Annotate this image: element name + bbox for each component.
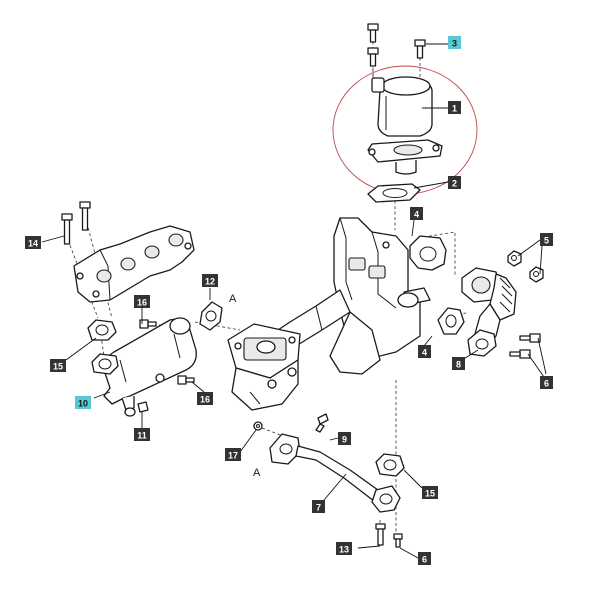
egr-housing — [227, 217, 431, 411]
gasket-4-upper — [409, 235, 447, 271]
callout-5-text: 5 — [544, 236, 549, 246]
bolt-3-left-top — [367, 23, 379, 43]
callout-6-bottom: 6 — [418, 552, 431, 565]
callout-3: 3 — [448, 36, 461, 49]
callout-14: 14 — [25, 236, 41, 249]
plug-11 — [137, 401, 149, 413]
callout-11-text: 11 — [137, 431, 147, 441]
callout-7: 7 — [312, 500, 325, 513]
nut-5-upper — [507, 250, 522, 267]
callout-14-text: 14 — [28, 239, 38, 249]
bolt-6-bottom — [393, 533, 403, 548]
bolt-3-right — [414, 39, 426, 59]
callout-4-lower-text: 4 — [422, 348, 427, 358]
callout-9-text: 9 — [342, 435, 347, 445]
gasket-15-lower — [375, 453, 405, 477]
nut-5-lower — [529, 266, 544, 283]
callout-8-text: 8 — [456, 360, 461, 370]
callout-16-upper: 16 — [134, 295, 150, 308]
callout-2-text: 2 — [452, 179, 457, 189]
callout-4-lower: 4 — [418, 345, 431, 358]
callout-9: 9 — [338, 432, 351, 445]
connection-mark-lower: A — [253, 467, 261, 479]
callout-17: 17 — [225, 448, 241, 461]
callout-17-text: 17 — [228, 451, 238, 461]
callout-15-lower: 15 — [422, 486, 438, 499]
bolt-6-lower — [509, 349, 531, 359]
egr-pipe-7 — [269, 433, 401, 513]
connection-mark-upper: A — [229, 293, 237, 305]
bolt-16-lower — [177, 375, 195, 385]
bolt-14-right — [79, 201, 91, 231]
nut-17 — [253, 421, 263, 431]
callout-4-upper-text: 4 — [414, 210, 419, 220]
gasket-12 — [199, 301, 223, 331]
callout-15-lower-text: 15 — [425, 489, 435, 499]
gasket-15-cooler — [91, 353, 119, 375]
callout-16-upper-text: 16 — [137, 298, 147, 308]
callout-3-text: 3 — [452, 39, 457, 49]
callout-5: 5 — [540, 233, 553, 246]
egr-pipe-elbow — [461, 267, 517, 357]
callout-15-left-text: 15 — [53, 362, 63, 372]
callout-1: 1 — [448, 101, 461, 114]
gasket-15-left — [87, 319, 117, 341]
callout-11: 11 — [134, 428, 150, 441]
bolt-6-upper — [519, 333, 541, 343]
callout-7-text: 7 — [316, 503, 321, 513]
callout-10-text: 10 — [78, 399, 88, 409]
bolt-13 — [375, 523, 386, 546]
callout-16-lower-text: 16 — [200, 395, 210, 405]
callout-12-text: 12 — [205, 277, 215, 287]
callout-4-upper: 4 — [410, 207, 423, 220]
callout-1-text: 1 — [452, 104, 457, 114]
callout-15-left: 15 — [50, 359, 66, 372]
callout-labels: 3 1 2 4 5 14 12 16 — [25, 36, 553, 565]
callout-6-right: 6 — [540, 376, 553, 389]
bolt-14-left — [61, 213, 73, 245]
callout-13-text: 13 — [339, 545, 349, 555]
callout-6-right-text: 6 — [544, 379, 549, 389]
callout-8: 8 — [452, 357, 465, 370]
bolt-3-left — [367, 47, 379, 67]
gasket-2 — [367, 183, 421, 203]
callout-13: 13 — [336, 542, 352, 555]
callout-6-bottom-text: 6 — [422, 555, 427, 565]
callout-2: 2 — [448, 176, 461, 189]
leader-lines — [41, 43, 547, 559]
callout-12: 12 — [202, 274, 218, 287]
callout-16-lower: 16 — [197, 392, 213, 405]
exhaust-manifold-flange — [73, 225, 195, 303]
bolt-9 — [315, 413, 329, 433]
gasket-4-lower — [437, 307, 465, 335]
egr-valve — [367, 76, 443, 175]
callout-10: 10 — [75, 396, 91, 409]
